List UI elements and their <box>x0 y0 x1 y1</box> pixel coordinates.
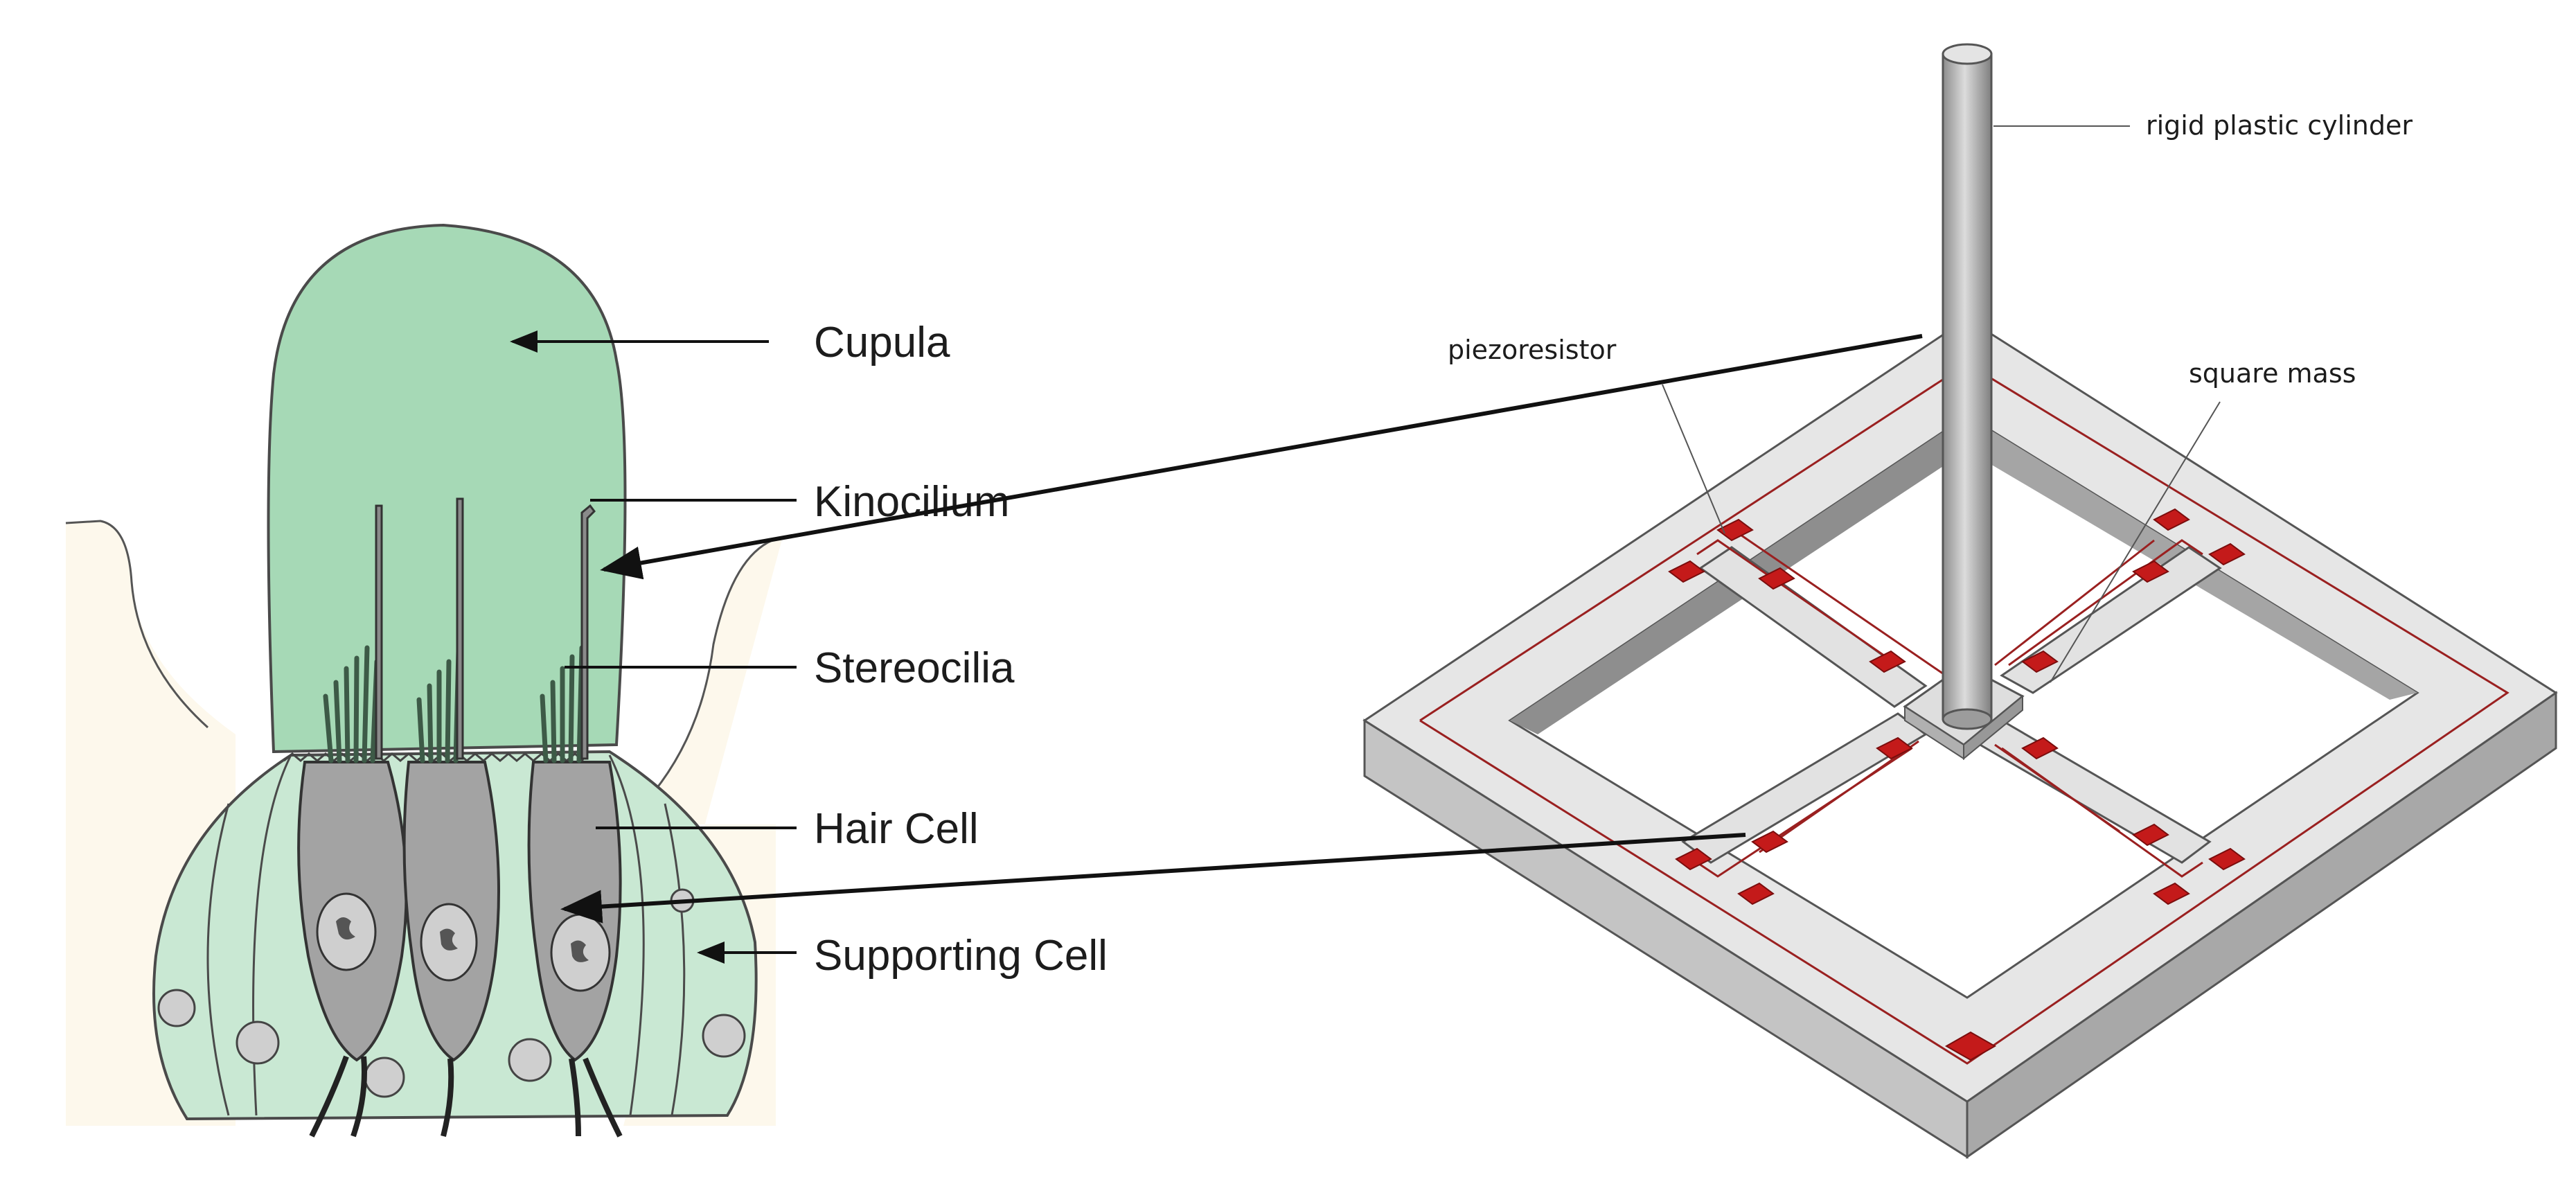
piezoresistor-pad <box>1737 882 1775 905</box>
square-mass-leader <box>2050 401 2221 683</box>
piezoresistor-pad <box>1876 736 1913 760</box>
kinocilium-fiber <box>375 504 383 760</box>
stereocilia-bundle <box>323 645 380 763</box>
label-hair-cell: Hair Cell <box>814 805 979 853</box>
piezoresistor-pad <box>2132 823 2169 847</box>
arrow-haircell-to-beam <box>560 833 1746 923</box>
nerve-fiber <box>350 1056 367 1138</box>
frame-side-left <box>1363 718 1969 1159</box>
arrow-kinocilium-to-cylinder <box>600 334 1923 580</box>
piezoresistor-pad <box>2208 847 2246 871</box>
label-cylinder: rigid plastic cylinder <box>2146 110 2413 141</box>
piezoresistor-pad <box>1716 518 1754 542</box>
piezoresistor-pad <box>2153 508 2190 531</box>
kinocilium-fiber <box>456 497 464 760</box>
stereocilia-bundle <box>540 645 585 763</box>
supporting-nucleus <box>236 1020 280 1065</box>
cylinder-base <box>1942 708 1993 730</box>
supporting-nucleus <box>702 1014 746 1058</box>
piezoresistor-pad <box>2132 560 2169 583</box>
nerve-fiber <box>441 1058 454 1137</box>
piezoresistor-leader <box>1662 384 1725 534</box>
cupula <box>267 223 627 754</box>
hair-cell <box>402 497 500 1137</box>
supporting-nucleus <box>364 1057 405 1098</box>
piezoresistor-pad <box>1758 567 1795 590</box>
plastic-cylinder <box>1942 53 1993 721</box>
wiring-traces <box>1419 362 2510 1065</box>
piezoresistor-pad <box>2021 650 2059 673</box>
supporting-cell-divider-4 <box>608 754 645 1116</box>
supporting-nucleus <box>508 1038 552 1082</box>
square-mass-side <box>1963 694 2023 761</box>
label-piezoresistor: piezoresistor <box>1448 335 1617 365</box>
supporting-nucleus <box>157 989 196 1027</box>
nerve-fiber <box>569 1058 581 1137</box>
cylinder-top <box>1942 43 1993 65</box>
piezoresistor-pad <box>1668 560 1705 583</box>
piezoresistor-pads <box>1668 508 2246 1061</box>
hair-cell <box>297 504 408 1138</box>
bond-pad <box>1944 1031 1997 1061</box>
nerve-fiber <box>583 1057 623 1138</box>
tissue-outline-right <box>622 536 783 826</box>
label-supporting-cell: Supporting Cell <box>814 932 1108 980</box>
tissue-outline-left <box>65 520 209 729</box>
nerve-fiber <box>309 1055 349 1138</box>
hair-cell-diagram: Cupula Kinocilium Stereocilia Hair Cell … <box>65 223 1108 1138</box>
piezoresistor-pad <box>2021 736 2059 760</box>
supporting-cell-divider-2 <box>664 803 686 1116</box>
piezoresistor-pad <box>1869 650 1906 673</box>
supporting-cell-divider-1 <box>206 803 230 1116</box>
label-cupula: Cupula <box>814 319 950 366</box>
piezoresistor-pad <box>2153 882 2190 905</box>
kinocilium-fiber <box>580 504 596 760</box>
sensor-diagram: rigid plastic cylinder piezoresistor squ… <box>1362 43 2558 1159</box>
piezoresistor-pad <box>1751 830 1788 854</box>
piezoresistor-pad <box>2208 542 2246 566</box>
label-square-mass: square mass <box>2189 358 2356 389</box>
piezoresistor-pad <box>1675 847 1712 871</box>
label-stereocilia: Stereocilia <box>814 644 1015 692</box>
